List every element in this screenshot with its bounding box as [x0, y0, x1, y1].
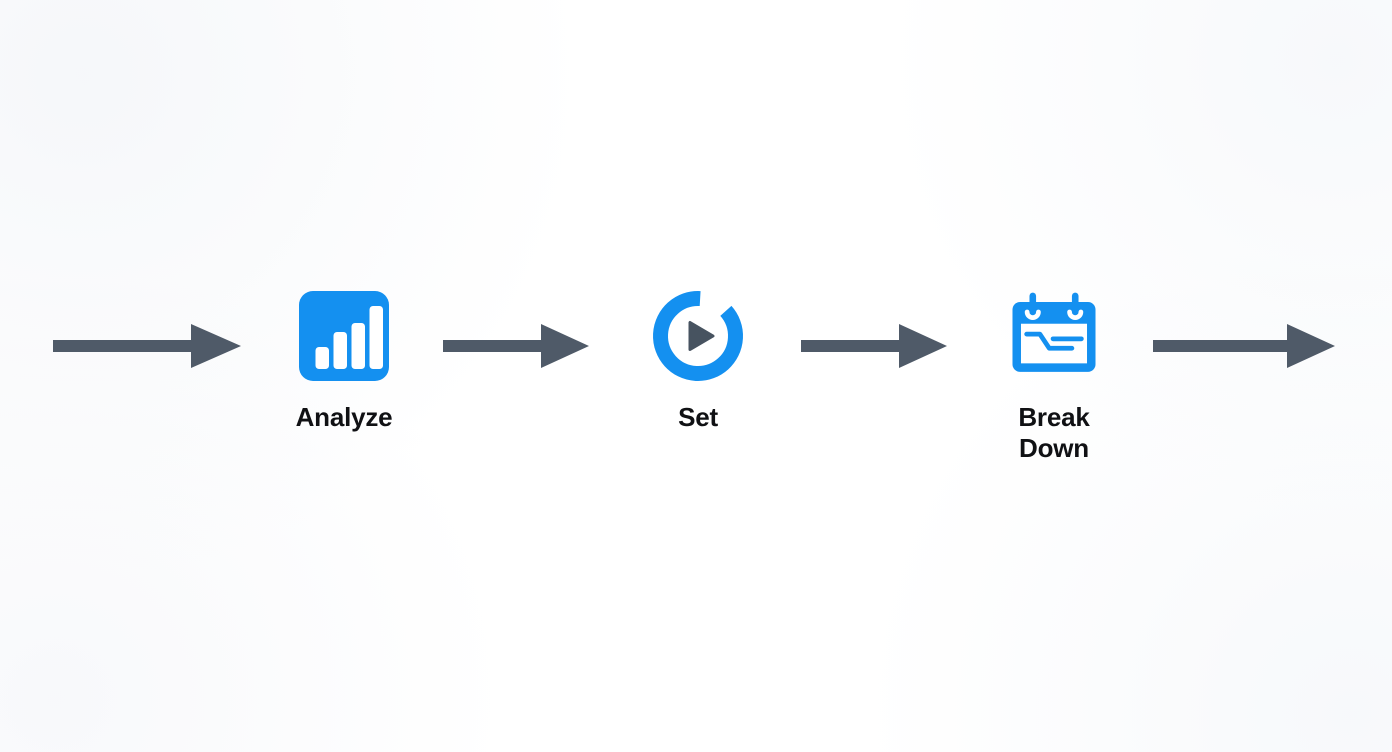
flow-arrow-right-icon: [53, 318, 243, 374]
step-label-break-down: Break Down: [1018, 402, 1090, 463]
step-set[interactable]: Set: [623, 286, 773, 433]
step-label-analyze: Analyze: [295, 402, 393, 432]
flow-arrow-right-icon: [443, 318, 591, 374]
step-break-down[interactable]: Break Down: [979, 286, 1129, 463]
step-analyze[interactable]: Analyze: [269, 286, 419, 433]
play-in-ring-icon: [648, 286, 748, 386]
flow-arrow-right-icon: [1153, 318, 1337, 374]
flow-arrow-right-icon: [801, 318, 949, 374]
calendar-icon: [1004, 286, 1104, 386]
step-label-set: Set: [678, 402, 718, 432]
bar-chart-icon: [294, 286, 394, 386]
